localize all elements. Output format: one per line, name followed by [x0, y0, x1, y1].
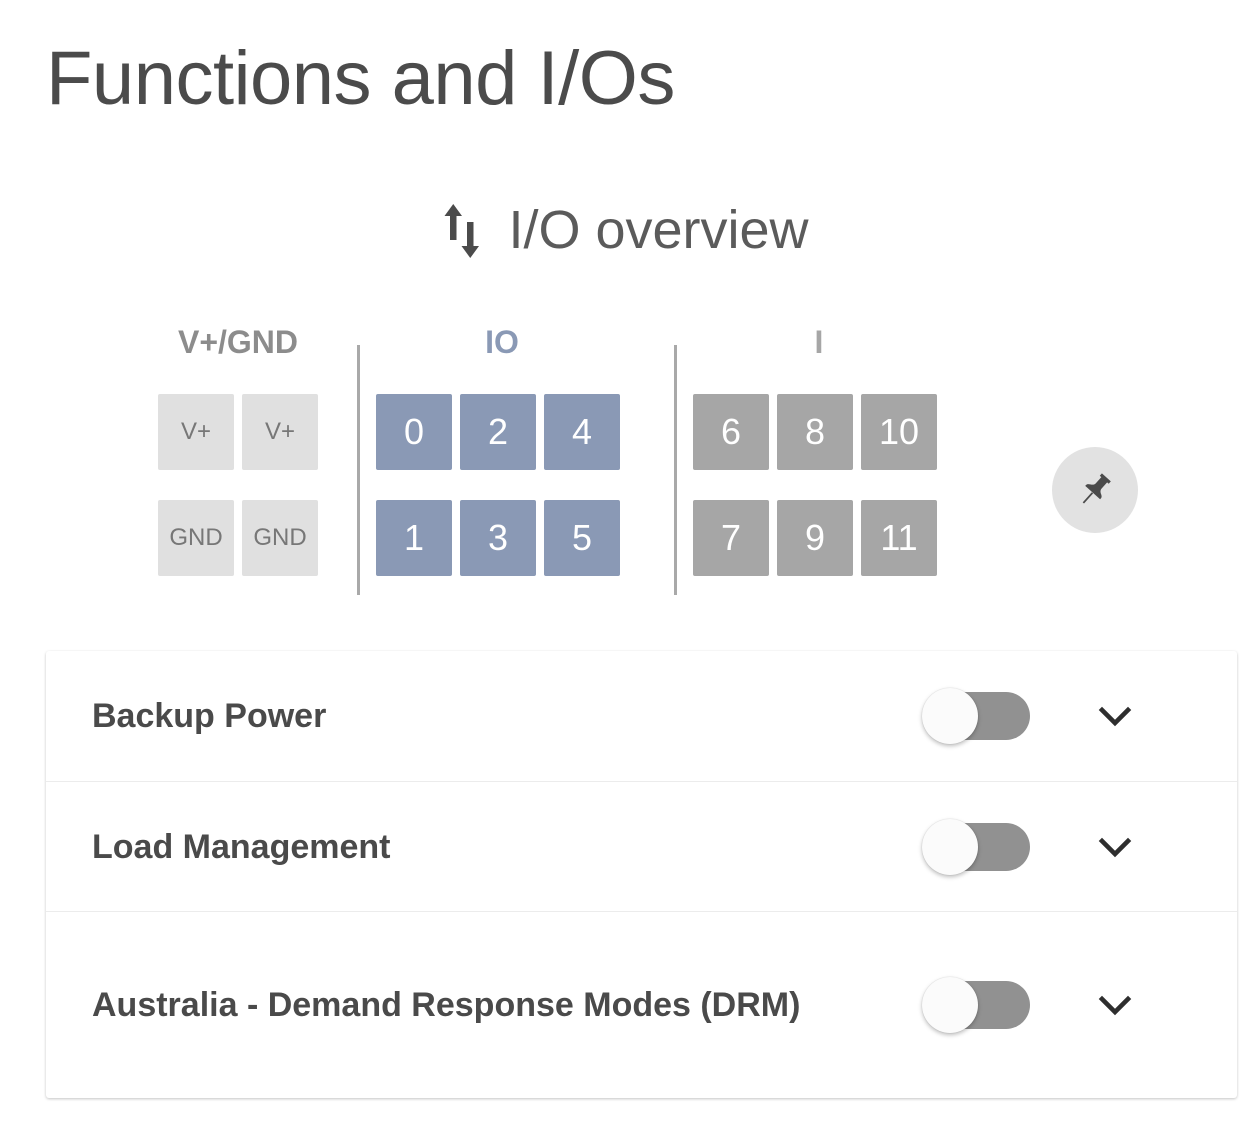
- pin-group-input: I 6 8 10 7 9 11: [693, 322, 945, 576]
- up-down-arrows-icon: [440, 202, 486, 260]
- pin-group-label-io: IO: [485, 324, 519, 360]
- toggle-knob: [922, 977, 978, 1033]
- pin-tile-i-6[interactable]: 6: [693, 394, 769, 470]
- pin-row: 1 3 5: [376, 500, 628, 576]
- pin-rows-io: 0 2 4 1 3 5: [376, 394, 628, 576]
- toggle-load-management[interactable]: [922, 818, 1030, 875]
- pin-row: 0 2 4: [376, 394, 628, 470]
- pin-tile-gnd-2[interactable]: GND: [242, 500, 318, 576]
- group-divider-2: [674, 345, 677, 595]
- function-row-drm[interactable]: Australia - Demand Response Modes (DRM): [46, 911, 1237, 1098]
- pin-tile-i-11[interactable]: 11: [861, 500, 937, 576]
- pin-tile-io-3[interactable]: 3: [460, 500, 536, 576]
- pin-group-power: V+/GND V+ V+ GND GND: [158, 322, 318, 576]
- pushpin-icon: [1075, 470, 1115, 510]
- toggle-knob: [922, 818, 978, 875]
- pin-group-label-power: V+/GND: [177, 324, 299, 360]
- pin-tile-vplus-2[interactable]: V+: [242, 394, 318, 470]
- pin-tile-io-4[interactable]: 4: [544, 394, 620, 470]
- pin-tile-io-1[interactable]: 1: [376, 500, 452, 576]
- toggle-drm[interactable]: [922, 977, 1030, 1033]
- pin-row: 7 9 11: [693, 500, 945, 576]
- pin-group-label-input: I: [814, 324, 824, 360]
- pin-tile-io-2[interactable]: 2: [460, 394, 536, 470]
- group-divider-1: [357, 345, 360, 595]
- pin-button[interactable]: [1052, 447, 1138, 533]
- pin-tile-i-10[interactable]: 10: [861, 394, 937, 470]
- pin-tile-i-7[interactable]: 7: [693, 500, 769, 576]
- pin-tile-io-5[interactable]: 5: [544, 500, 620, 576]
- toggle-knob: [922, 688, 978, 744]
- pin-row: V+ V+: [158, 394, 318, 470]
- pin-tile-gnd-1[interactable]: GND: [158, 500, 234, 576]
- pin-row: GND GND: [158, 500, 318, 576]
- function-label: Load Management: [92, 827, 391, 866]
- pin-tile-vplus-1[interactable]: V+: [158, 394, 234, 470]
- chevron-down-icon[interactable]: [1092, 693, 1138, 739]
- function-row-backup-power[interactable]: Backup Power: [46, 651, 1237, 781]
- pin-group-io: IO 0 2 4 1 3 5: [376, 322, 628, 576]
- pin-tile-i-8[interactable]: 8: [777, 394, 853, 470]
- function-label: Australia - Demand Response Modes (DRM): [92, 986, 801, 1024]
- pin-rows-power: V+ V+ GND GND: [158, 394, 318, 576]
- chevron-down-icon[interactable]: [1092, 824, 1138, 870]
- io-overview-header: I/O overview: [0, 198, 1249, 262]
- functions-card: Backup Power Load Management Australia -…: [46, 651, 1237, 1098]
- pin-tile-i-9[interactable]: 9: [777, 500, 853, 576]
- page-title: Functions and I/Os: [46, 36, 675, 121]
- pin-tile-io-0[interactable]: 0: [376, 394, 452, 470]
- chevron-down-icon[interactable]: [1092, 982, 1138, 1028]
- pin-rows-input: 6 8 10 7 9 11: [693, 394, 945, 576]
- pin-row: 6 8 10: [693, 394, 945, 470]
- function-row-load-management[interactable]: Load Management: [46, 781, 1237, 911]
- toggle-backup-power[interactable]: [922, 688, 1030, 744]
- io-pin-matrix: V+/GND V+ V+ GND GND IO 0 2 4: [0, 322, 1249, 602]
- io-overview-title: I/O overview: [508, 200, 809, 260]
- function-label: Backup Power: [92, 697, 327, 735]
